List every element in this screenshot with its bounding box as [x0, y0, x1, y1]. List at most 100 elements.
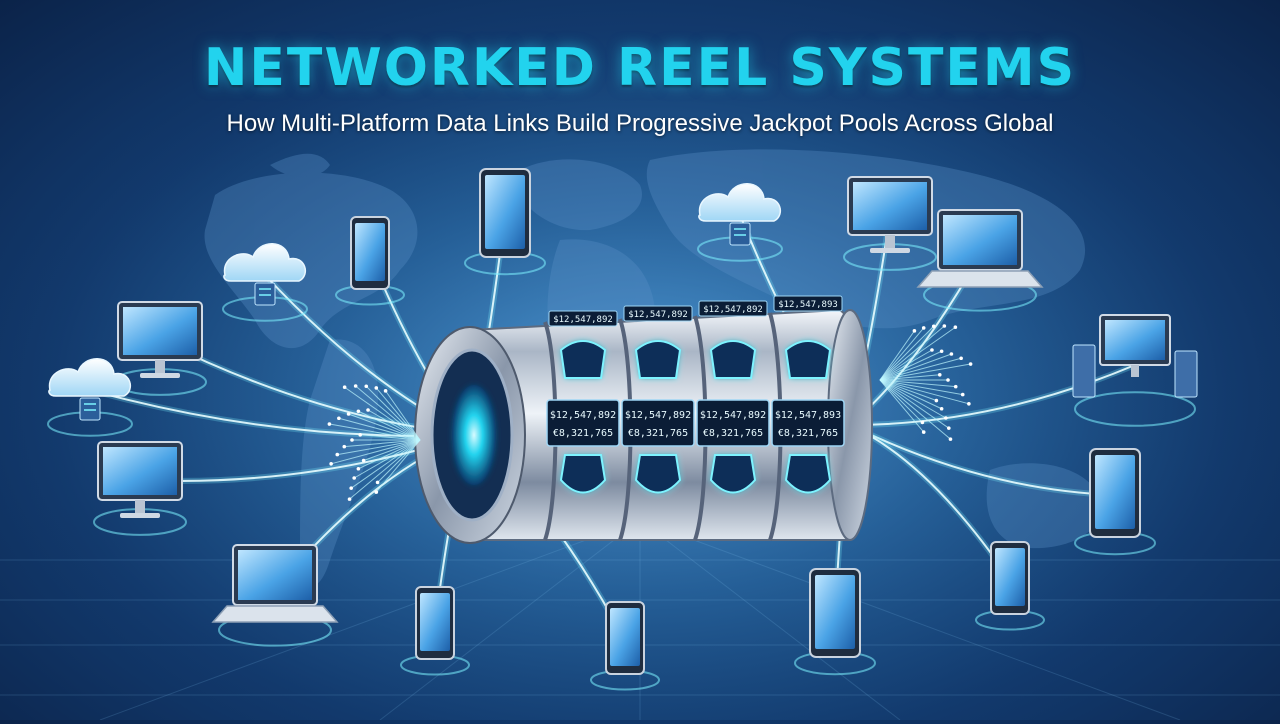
reel-symbol — [559, 454, 607, 494]
fiber-tip — [946, 378, 950, 382]
fiber-strand — [337, 439, 421, 456]
fiber-strand — [879, 353, 952, 381]
fiber-tip — [937, 372, 942, 377]
node-monitor — [93, 441, 187, 536]
fiber-tip — [358, 432, 363, 437]
fiber-tip — [947, 426, 951, 430]
fiber-strand — [344, 439, 421, 448]
reel-top-label: $12,547,892 — [628, 310, 688, 320]
fiber-strand — [355, 385, 421, 441]
node-phone — [590, 601, 660, 691]
fiber-tip — [959, 356, 963, 361]
fiber-tip — [374, 490, 379, 494]
fiber-tip — [934, 398, 939, 403]
fiber-tip — [942, 324, 947, 328]
node-ring — [1074, 391, 1196, 427]
node-phone — [335, 216, 405, 306]
fiber-strand — [879, 357, 962, 381]
fiber-strand — [385, 390, 421, 441]
jackpot-usd: $12,547,892 — [625, 410, 691, 421]
jackpot-eur: €8,321,765 — [778, 428, 838, 439]
node-tablet — [1074, 448, 1156, 556]
fiber-tip — [375, 480, 380, 485]
fiber-strand — [879, 326, 956, 381]
fiber-bursts — [327, 324, 973, 501]
fiber-strand — [879, 379, 951, 440]
jackpot-display: $12,547,893€8,321,765 — [771, 399, 845, 447]
fiber-tip — [342, 385, 347, 390]
fiber-tip — [346, 412, 351, 416]
fiber-strand — [353, 439, 421, 479]
data-link — [849, 364, 1136, 426]
fiber-tip — [353, 384, 358, 388]
jackpot-eur: €8,321,765 — [553, 428, 613, 439]
node-phone — [400, 586, 470, 676]
node-cloud — [697, 183, 783, 262]
fiber-tip — [953, 325, 958, 330]
fiber-tip — [967, 402, 971, 406]
page-title: NETWORKED REEL SYSTEMS — [203, 38, 1077, 98]
fiber-strand — [879, 325, 945, 381]
fiber-tip — [953, 384, 958, 389]
reel-top-label-bg — [623, 305, 693, 322]
fiber-tip — [944, 416, 948, 420]
fiber-tip — [342, 444, 347, 449]
fiber-tip — [383, 389, 388, 393]
fiber-strand — [879, 379, 969, 405]
fiber-tip — [327, 422, 332, 426]
fiber-tip — [921, 430, 926, 434]
jackpot-display: $12,547,892 €8,321,765 — [546, 399, 620, 447]
node-laptop — [916, 209, 1044, 312]
reel-top-label-bg — [698, 300, 768, 317]
reel-symbol — [634, 454, 682, 494]
fiber-strand — [879, 379, 923, 423]
reel-symbol — [709, 340, 757, 379]
data-link — [849, 424, 1116, 496]
fiber-strand — [879, 379, 925, 433]
fiber-tip — [931, 324, 936, 329]
fiber-tip — [337, 416, 341, 421]
node-cloud — [222, 243, 308, 322]
fiber-strand — [349, 439, 421, 500]
fiber-strand — [879, 330, 915, 381]
fiber-strand — [879, 363, 971, 381]
reel-symbol — [634, 340, 682, 379]
fiber-tip — [349, 486, 353, 490]
fiber-tip — [356, 409, 361, 414]
fiber-strand — [375, 439, 421, 493]
fiber-strand — [360, 434, 421, 441]
fiber-strand — [375, 387, 421, 441]
reel-symbol — [559, 340, 607, 379]
jackpot-display: $12,547,892€8,321,765 — [621, 399, 695, 447]
fiber-strand — [879, 379, 963, 396]
node-laptop — [211, 544, 339, 647]
fiber-tip — [920, 420, 925, 425]
jackpot-display: $12,547,892€8,321,765 — [696, 399, 770, 447]
fiber-strand — [338, 417, 421, 441]
fiber-strand — [344, 386, 421, 441]
node-tablet — [464, 168, 546, 276]
fiber-strand — [879, 379, 956, 388]
fiber-strand — [350, 439, 421, 489]
fiber-strand — [879, 374, 940, 381]
fiber-strand — [358, 439, 421, 470]
page-subtitle: How Multi-Platform Data Links Build Prog… — [226, 110, 1054, 137]
fiber-strand — [879, 350, 942, 381]
reel-top-labels: $12,547,892$12,547,892$12,547,892$12,547… — [548, 295, 843, 327]
fiber-strand — [367, 409, 421, 441]
fiber-tip — [329, 462, 333, 466]
fiber-tip — [364, 384, 369, 389]
reel-top-label: $12,547,892 — [553, 315, 613, 325]
fiber-tip — [912, 329, 917, 333]
fiber-strand — [329, 423, 421, 441]
fiber-strand — [377, 439, 421, 483]
jackpot-displays: $12,547,892 €8,321,765 $12,547,892 €8,321,7… — [546, 399, 845, 447]
fiber-tip — [939, 406, 944, 411]
fiber-strand — [348, 413, 421, 441]
fiber-strand — [879, 379, 950, 429]
fiber-tip — [968, 362, 973, 366]
fiber-strand — [365, 385, 421, 441]
device-nodes — [47, 168, 1198, 691]
jackpot-usd: $12,547,892 — [550, 410, 616, 421]
jackpot-eur: €8,321,765 — [703, 428, 763, 439]
